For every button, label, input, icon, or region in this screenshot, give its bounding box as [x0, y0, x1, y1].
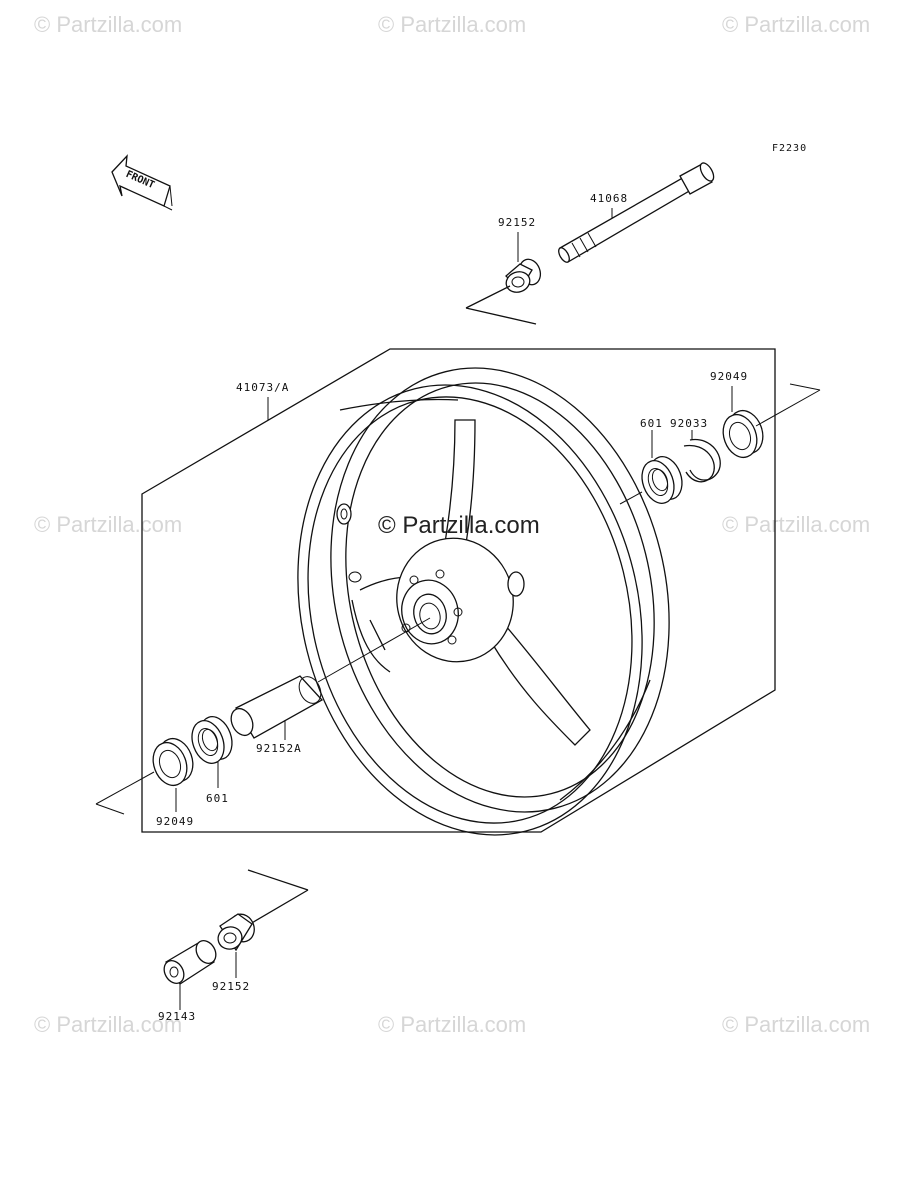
bearing-601-left: [191, 716, 233, 788]
front-arrow-icon: FRONT: [111, 154, 173, 211]
circlip-92033: [683, 430, 721, 483]
figure-code: F2230: [772, 143, 808, 154]
oil-seal-92049-left: [95, 737, 194, 815]
label-41068[interactable]: 41068: [590, 192, 629, 205]
label-601-right[interactable]: 601: [640, 417, 663, 430]
watermark: © Partzilla.com: [378, 1012, 527, 1037]
watermark: © Partzilla.com: [34, 512, 183, 537]
oil-seal-92049-right: [722, 383, 821, 459]
collar-92152-top: [465, 232, 542, 325]
label-92033[interactable]: 92033: [670, 417, 709, 430]
label-41073A[interactable]: 41073/A: [236, 381, 290, 394]
watermark: © Partzilla.com: [34, 1012, 183, 1037]
label-92152A[interactable]: 92152A: [256, 742, 302, 755]
label-92143[interactable]: 92143: [158, 1010, 197, 1023]
watermark: © Partzilla.com: [722, 1012, 871, 1037]
label-92152-bottom[interactable]: 92152: [212, 980, 251, 993]
label-92049-left[interactable]: 92049: [156, 815, 195, 828]
assembly-frame: [141, 348, 776, 833]
sleeve-92143: [163, 940, 217, 1010]
collar-92152-bottom: [217, 869, 309, 978]
wheel-41073: [297, 367, 670, 836]
axle-41068: [558, 162, 715, 263]
bearing-601-right: [641, 430, 683, 504]
label-601-left[interactable]: 601: [206, 792, 229, 805]
spacer-92152A: [230, 675, 324, 740]
watermark: © Partzilla.com: [722, 512, 871, 537]
watermark: © Partzilla.com: [34, 12, 183, 37]
label-92152-top[interactable]: 92152: [498, 216, 537, 229]
watermark: © Partzilla.com: [378, 12, 527, 37]
label-92049-right[interactable]: 92049: [710, 370, 749, 383]
watermark-center: © Partzilla.com: [378, 512, 540, 539]
watermark: © Partzilla.com: [722, 12, 871, 37]
